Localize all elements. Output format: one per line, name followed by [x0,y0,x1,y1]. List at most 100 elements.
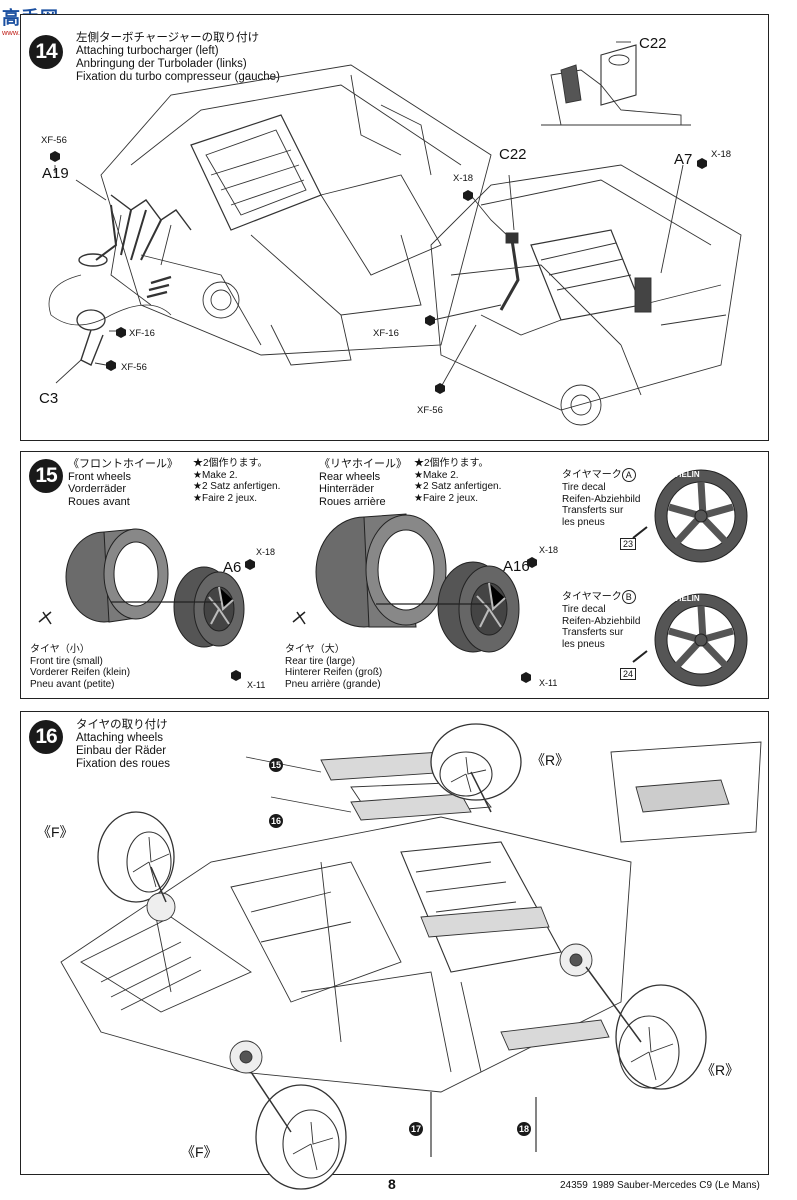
rear-tire-fr: Pneu arrière (grande) [285,678,381,690]
sub-step-16-marker: 16 [269,814,283,828]
label-r-top: 《R》 [531,752,570,768]
sub-step-18-marker: 18 [517,1122,531,1136]
decal-a-fr2: les pneus [562,516,605,528]
decal-b-fr1: Transferts sur [562,627,624,638]
label-xf56-top: XF-56 [41,135,67,146]
step-15-illustration [21,452,770,700]
decal-a-number: 23 [620,538,637,550]
step-16-titles: タイヤの取り付け Attaching wheels Einbau der Räd… [76,719,170,771]
step-14-illustration [21,15,770,442]
decal-a-ja: タイヤマーク [562,469,622,481]
step-number-14: 14 [29,35,63,69]
rear-tire-label: タイヤ（大） Rear tire (large) Hinterer Reifen… [285,644,382,690]
front-wheels-de: Vorderräder [68,483,127,495]
step-15-panel: 15 《フロントホイール》 Front wheels Vorderräder R… [20,451,769,699]
rear-make-de: ★2 Satz anfertigen. [414,481,502,492]
label-r-bottom: 《R》 [701,1062,740,1078]
rear-make-fr: ★Faire 2 jeux. [414,492,478,504]
sub-step-15-marker: 15 [269,758,283,772]
decal-a-fr1: Transferts sur [562,505,624,516]
decal-a-en: Tire decal [562,482,606,493]
paint-marker-icon [106,360,116,371]
paint-marker-icon [425,315,435,326]
rear-wheels-head: 《リヤホイール》 [319,458,407,470]
label-a16: A16 [503,558,530,575]
decal-b-fr2: les pneus [562,638,605,650]
page-number: 8 [388,1176,396,1192]
label-x18-right: X-18 [711,149,732,160]
paint-marker-icon [245,559,255,570]
michelin-brand-a: MICHELIN [661,470,700,479]
step-16-illustration [21,712,770,1176]
rear-make-en: ★Make 2. [414,469,459,481]
step-16-title-fr: Fixation des roues [76,758,170,770]
label-a6: A6 [223,559,242,576]
front-make-en: ★Make 2. [193,469,238,481]
decal-b-letter: B [621,590,636,604]
paint-marker-icon [50,151,60,162]
rear-wheels-de: Hinterräder [319,483,375,495]
sub-step-17-marker: 17 [409,1122,423,1136]
label-x18-left: X-18 [453,173,474,184]
step-16-panel: 16 タイヤの取り付け Attaching wheels Einbau der … [20,711,769,1175]
step-14-titles: 左側ターボチャージャーの取り付け Attaching turbocharger … [76,32,280,84]
front-wheels-fr: Roues avant [68,495,130,508]
paint-marker-icon [116,327,126,338]
label-x18-front: X-18 [256,547,276,557]
decal-a-de: Reifen-Abziehbild [562,493,641,505]
decal-a-letter: A [621,468,636,482]
front-tire-de: Vorderer Reifen (klein) [30,667,131,678]
step-14-title-en: Attaching turbocharger (left) [76,45,219,57]
label-c3: C3 [39,390,59,407]
step-16-title-de: Einbau der Räder [76,745,167,757]
rear-wheels-title: 《リヤホイール》 Rear wheels Hinterräder Roues a… [319,458,407,508]
step-number-15: 15 [29,459,63,493]
label-xf56-left: XF-56 [121,362,147,373]
michelin-brand-b: MICHELIN [661,594,700,603]
rear-wheels-fr: Roues arrière [319,495,386,508]
decal-b-ja: タイヤマーク [562,591,622,603]
footer-code: 24359 [560,1180,588,1191]
label-f-left: 《F》 [37,824,74,840]
front-tire-en: Front tire (small) [30,655,103,667]
rear-make-notes: ★2個作ります。 ★Make 2. ★2 Satz anfertigen. ★F… [414,458,501,504]
label-c22-inset: C22 [639,35,667,52]
label-xf16-left: XF-16 [129,328,155,339]
step-14-title-de: Anbringung der Turbolader (links) [76,58,247,70]
paint-marker-icon [527,557,537,568]
front-wheels-en: Front wheels [68,470,131,483]
step-number-16: 16 [29,720,63,754]
label-a7: A7 [674,151,693,168]
footer-model: 1989 Sauber-Mercedes C9 (Le Mans) [592,1180,760,1191]
label-x18-rear: X-18 [539,545,559,555]
front-wheels-title: 《フロントホイール》 Front wheels Vorderräder Roue… [68,458,178,508]
rear-make-ja: ★2個作ります。 [414,458,489,469]
label-xf16-right: XF-16 [373,328,399,339]
front-make-notes: ★2個作ります。 ★Make 2. ★2 Satz anfertigen. ★F… [193,458,280,504]
paint-marker-icon [697,158,707,169]
rear-tire-ja: タイヤ（大） [285,644,345,655]
front-make-fr: ★Faire 2 jeux. [193,492,257,504]
label-c22: C22 [499,146,527,163]
paint-marker-icon [463,190,473,201]
label-xf56-bottom: XF-56 [417,405,443,416]
step-16-title-en: Attaching wheels [76,732,163,744]
paint-marker-icon [435,383,445,394]
step-14-title-ja: 左側ターボチャージャーの取り付け [76,32,260,44]
front-wheels-head: 《フロントホイール》 [68,458,178,470]
decal-b-number: 24 [620,668,637,680]
front-tire-ja: タイヤ（小） [30,644,90,655]
label-x11-front: X-11 [247,680,266,690]
rear-tire-de: Hinterer Reifen (groß) [285,667,383,678]
label-f-bottom: 《F》 [181,1144,218,1160]
paint-marker-icon [521,672,531,683]
front-make-de: ★2 Satz anfertigen. [193,481,281,492]
rear-wheels-en: Rear wheels [319,470,381,483]
decal-b-de: Reifen-Abziehbild [562,615,641,627]
label-a19: A19 [42,165,69,182]
step-14-panel: 14 左側ターボチャージャーの取り付け Attaching turbocharg… [20,14,769,441]
front-tire-label: タイヤ（小） Front tire (small) Vorderer Reife… [30,644,130,690]
front-tire-fr: Pneu avant (petite) [30,678,115,690]
